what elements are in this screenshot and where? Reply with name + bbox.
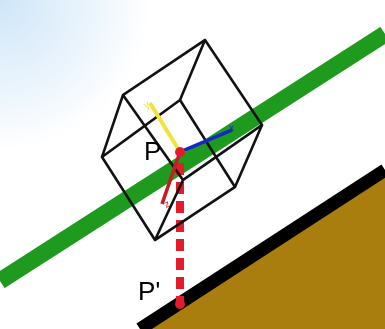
- cube-edge: [100, 94, 125, 158]
- axis-z-label: z: [163, 199, 172, 211]
- cube-edge: [153, 179, 185, 241]
- point-p-prime-marker: [175, 299, 185, 309]
- point-p-marker: [175, 147, 185, 157]
- axis-z-line: [160, 151, 182, 205]
- axis-x-line: [179, 128, 233, 154]
- point-p-label: P: [144, 136, 161, 166]
- point-p-prime-label: P': [138, 276, 160, 306]
- cube-wireframe: [100, 38, 264, 242]
- cube-edge: [178, 39, 207, 101]
- green-rail: [0, 26, 385, 289]
- axis-x-label: x: [229, 123, 234, 134]
- axis-y-line: [148, 101, 182, 154]
- axis-y-label: y: [142, 100, 152, 112]
- cube-edge: [233, 124, 264, 188]
